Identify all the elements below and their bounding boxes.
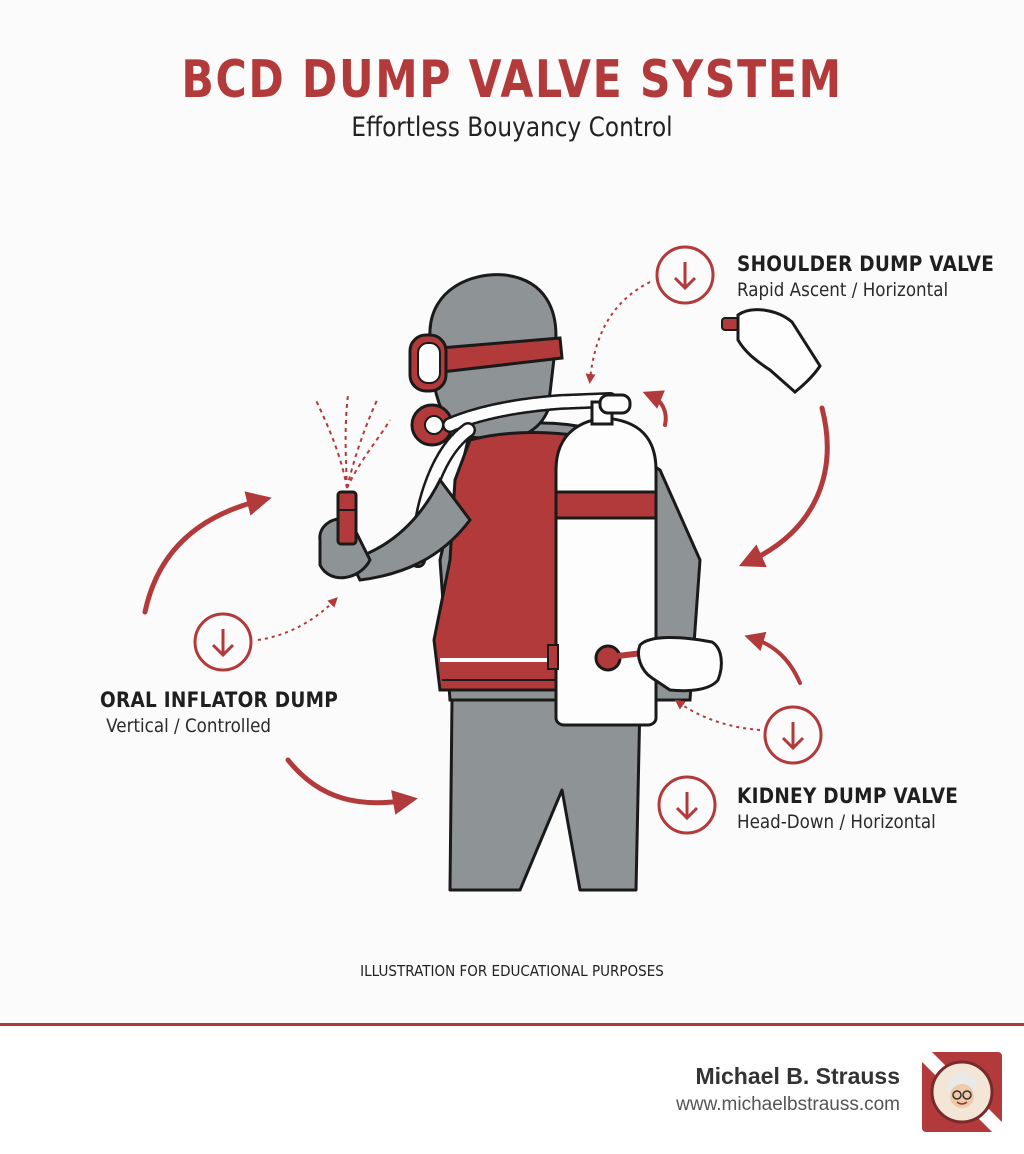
air-tank [547, 393, 658, 727]
kidney-valve-badge-upper [763, 705, 823, 765]
diver-illustration [142, 245, 830, 892]
shoulder-hand-icon [721, 308, 822, 394]
diver-legs [448, 698, 642, 892]
kidney-valve-badge [657, 775, 717, 835]
arrow-right-lower [744, 631, 802, 685]
air-spray-icon [314, 394, 391, 489]
author-name: Michael B. Strauss [695, 1063, 900, 1089]
oral-inflator-desc: Vertical / Controlled [106, 715, 271, 737]
footer [0, 1026, 1024, 1154]
author-block: Michael B. Strauss www.michaelbstrauss.c… [676, 1063, 900, 1116]
dotted-connectors [257, 281, 761, 731]
flow-arrows [142, 390, 830, 815]
page-subtitle: Effortless Bouyancy Control [351, 112, 673, 143]
author-logo-icon [922, 1052, 1002, 1132]
footer-divider [0, 1023, 1024, 1026]
diver-left-hand [318, 517, 372, 580]
kidney-valve-desc: Head-Down / Horizontal [737, 811, 936, 833]
shoulder-valve-name: SHOULDER DUMP VALVE [737, 252, 995, 276]
mask-icon [408, 333, 448, 393]
oral-inflator-name: ORAL INFLATOR DUMP [100, 688, 339, 712]
oral-inflator-badge [193, 612, 253, 672]
page-title: BCD DUMP VALVE SYSTEM [181, 50, 843, 110]
kidney-hand-icon [637, 635, 723, 693]
oral-inflator-label: ORAL INFLATOR DUMP Vertical / Controlled [100, 688, 338, 737]
shoulder-valve-label: SHOULDER DUMP VALVE Rapid Ascent / Horiz… [737, 252, 994, 301]
shoulder-valve-badge [655, 245, 715, 305]
author-url[interactable]: www.michaelbstrauss.com [676, 1094, 900, 1115]
arrow-tank-top [642, 390, 668, 427]
arrow-right-upper [738, 405, 830, 568]
arrow-left-upper [142, 491, 272, 615]
kidney-valve-label: KIDNEY DUMP VALVE Head-Down / Horizontal [737, 784, 958, 833]
shoulder-valve-desc: Rapid Ascent / Horizontal [737, 279, 949, 301]
kidney-valve-name: KIDNEY DUMP VALVE [737, 784, 959, 808]
arrow-left-lower [285, 757, 418, 815]
oral-inflator-icon [336, 490, 358, 546]
educational-note: ILLUSTRATION FOR EDUCATIONAL PURPOSES [360, 962, 664, 980]
